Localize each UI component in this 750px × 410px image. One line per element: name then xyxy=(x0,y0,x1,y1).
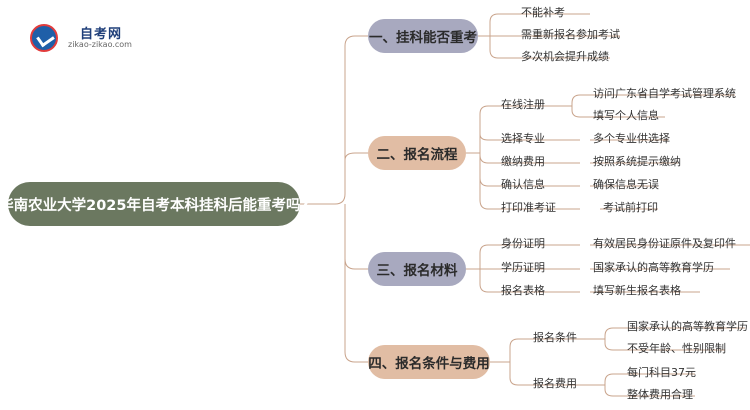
step-label: 打印准考证 xyxy=(501,201,556,214)
step-label: 报名费用 xyxy=(533,377,577,390)
connector-root-sec1 xyxy=(300,35,368,205)
step-detail: 访问广东省自学考试管理系统 xyxy=(593,87,736,100)
step-detail: 国家承认的高等教育学历 xyxy=(627,320,748,333)
connector-sec1-items xyxy=(478,13,510,59)
step-detail: 国家承认的高等教育学历 xyxy=(593,261,714,274)
step-detail: 填写个人信息 xyxy=(593,109,659,122)
site-logo[interactable]: 自考网 zikao-zikao.com xyxy=(30,22,140,52)
logo-icon xyxy=(30,24,58,52)
connector-root-sec2 xyxy=(344,152,368,161)
section-node-process: 二、报名流程 xyxy=(368,136,466,170)
step-label: 报名条件 xyxy=(533,331,577,344)
step-label: 在线注册 xyxy=(501,98,545,111)
step-detail: 不受年龄、性别限制 xyxy=(627,342,726,355)
step-label: 报名表格 xyxy=(501,284,545,297)
step-detail: 整体费用合理 xyxy=(627,388,693,401)
section-node-conditions: 四、报名条件与费用 xyxy=(368,345,490,379)
connector-sec3-steps xyxy=(466,244,496,293)
root-node: 华南农业大学2025年自考本科挂科后能重考吗? xyxy=(0,182,309,226)
step-label: 缴纳费用 xyxy=(501,155,545,168)
section-node-materials: 三、报名材料 xyxy=(368,252,466,286)
step-detail: 考试前打印 xyxy=(603,201,658,214)
step-detail: 按照系统提示缴纳 xyxy=(593,155,681,168)
step-label: 选择专业 xyxy=(501,132,545,145)
step-detail: 每门科目37元 xyxy=(627,366,696,379)
step-detail: 填写新生报名表格 xyxy=(593,284,681,297)
logo-title: 自考网 xyxy=(80,27,123,42)
step-label: 学历证明 xyxy=(501,261,545,274)
step-label: 确认信息 xyxy=(501,178,545,191)
leaf-item: 多次机会提升成绩 xyxy=(521,50,609,63)
leaf-item: 不能补考 xyxy=(521,6,565,19)
step-detail: 多个专业供选择 xyxy=(593,132,670,145)
logo-subtitle: zikao-zikao.com xyxy=(68,40,132,49)
connector-root-sec4 xyxy=(344,259,368,363)
connector-sec2-steps xyxy=(466,105,496,210)
step-detail: 确保信息无误 xyxy=(593,178,659,191)
section-node-retake: 一、挂科能否重考 xyxy=(368,19,478,53)
connector-sec4-steps xyxy=(490,338,525,386)
step-detail: 有效居民身份证原件及复印件 xyxy=(593,237,736,250)
leaf-item: 需重新报名参加考试 xyxy=(521,28,620,41)
connector-root-sec3 xyxy=(344,204,368,270)
step-label: 身份证明 xyxy=(501,237,545,250)
